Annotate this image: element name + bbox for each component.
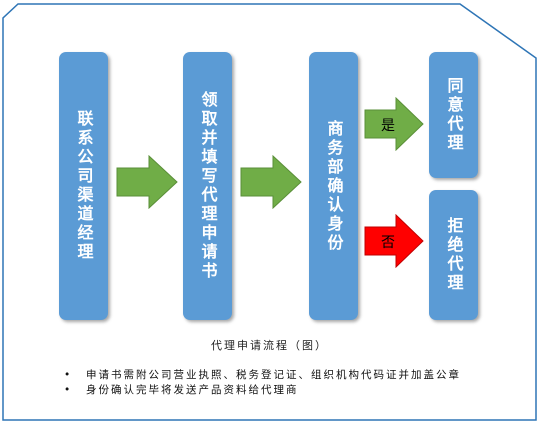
notes-list: 申请书需附公司营业执照、税务登记证、组织机构代码证并加盖公章 身份确认完毕将发送… [64,368,461,398]
box-contact-label: 联系公司渠道经理 [74,110,94,262]
box-fill-label: 领取并填写代理申请书 [198,91,218,281]
arrow-yes-icon [364,97,424,151]
box-confirm-identity: 商务部确认身份 [309,52,358,320]
yes-label: 是 [381,118,395,134]
no-label: 否 [381,235,395,251]
note-item: 身份确认完毕将发送产品资料给代理商 [64,383,461,398]
arrow-right-icon-2 [240,155,302,209]
box-agree-agency: 同意代理 [429,52,478,178]
box-reject-agency: 拒绝代理 [429,190,478,320]
note-item: 申请书需附公司营业执照、税务登记证、组织机构代码证并加盖公章 [64,368,461,383]
box-agree-label: 同意代理 [444,77,464,153]
box-fill-application: 领取并填写代理申请书 [183,52,232,320]
arrow-right-icon-1 [116,155,178,209]
box-contact-channel-manager: 联系公司渠道经理 [59,52,108,320]
diagram-caption: 代理申请流程（图） [211,339,328,352]
box-reject-label: 拒绝代理 [444,217,464,293]
arrow-no-icon [364,214,424,268]
box-confirm-label: 商务部确认身份 [324,119,344,253]
